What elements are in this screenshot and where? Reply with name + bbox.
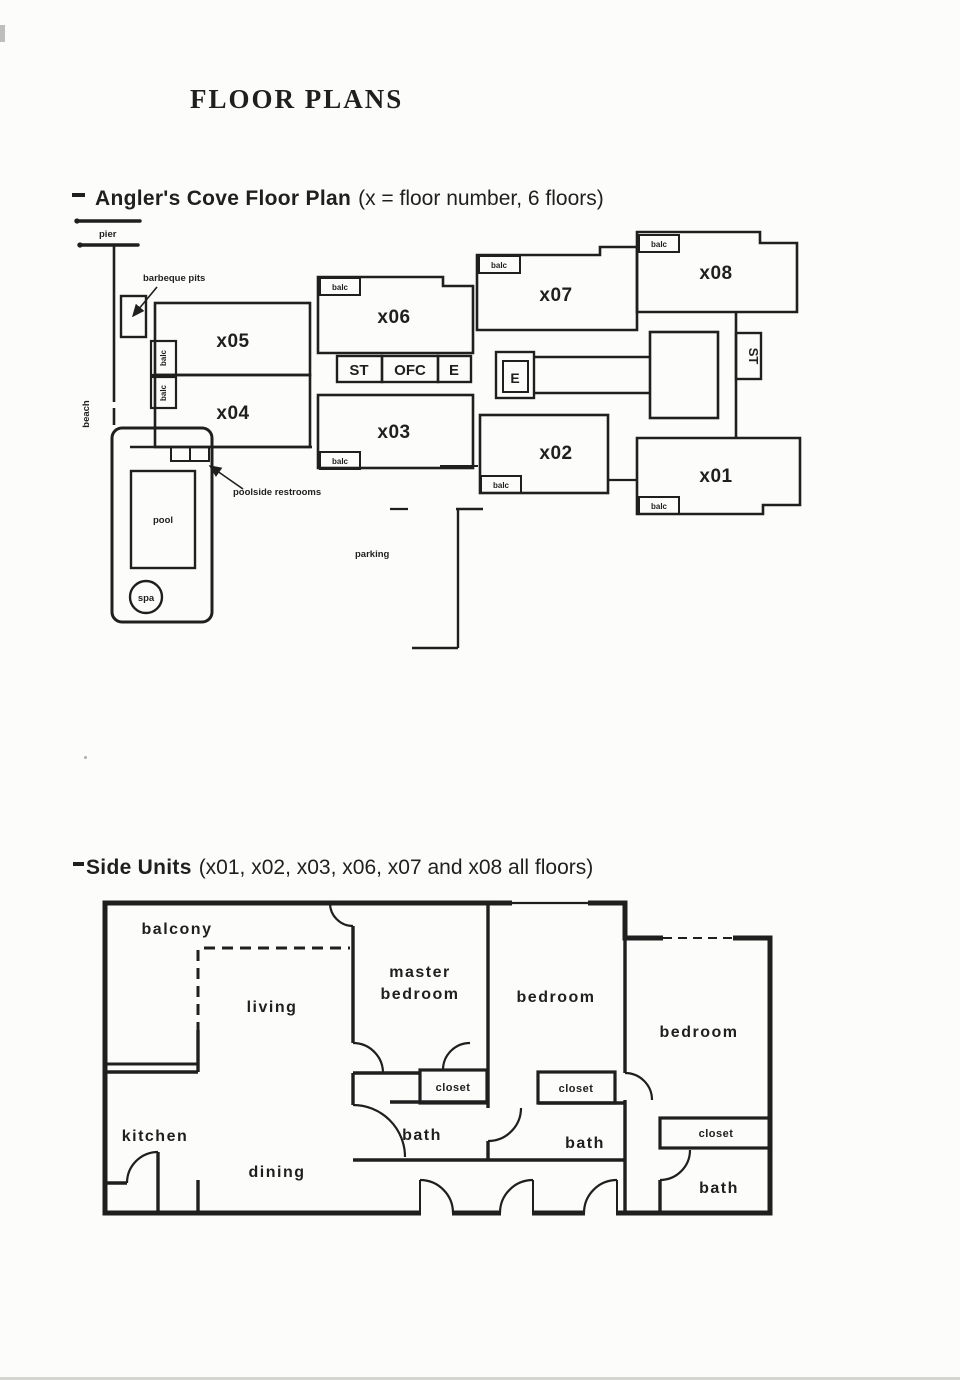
unit-x08: balc x08 [635, 230, 799, 314]
side-units-heading: Side Units (x01, x02, x03, x06, x07 and x… [73, 856, 593, 880]
side-units-heading-note: (x01, x02, x03, x06, x07 and x08 all flo… [198, 856, 594, 879]
elevator-core: E ST [494, 312, 763, 438]
unit-x01: balc x01 [635, 436, 802, 516]
pier-label: pier [99, 229, 117, 240]
room-label-dining: dining [249, 1164, 306, 1181]
barbeque-pits-label: barbeque pits [143, 273, 205, 284]
unit-label: x02 [539, 443, 572, 464]
room-label-bath: bath [565, 1135, 605, 1152]
unit-x06: balc x06 [316, 275, 475, 355]
balc-label: balc [491, 261, 508, 270]
balc-label: balc [651, 240, 668, 249]
spa [128, 579, 164, 615]
pier: pier [74, 218, 142, 425]
unit-label: x01 [699, 466, 732, 487]
balc-label: balc [159, 384, 168, 401]
stairs-office-elevator-row: ST OFC E [335, 354, 473, 384]
spa-label: spa [138, 593, 155, 604]
poolside-restroom-box [170, 446, 191, 462]
unit-label: x03 [377, 422, 410, 443]
stairs-label-rotated: ST [746, 348, 761, 365]
page-title: FLOOR PLANS [190, 84, 404, 114]
bullet-dash-icon [72, 193, 85, 198]
balc-label: balc [332, 283, 349, 292]
unit-x05: x05 [153, 301, 312, 377]
poolside-restrooms-label: poolside restrooms [233, 487, 321, 498]
parking-label: parking [355, 549, 390, 560]
side-units-heading-bold: Side Units [86, 856, 192, 879]
office-label: OFC [394, 362, 426, 379]
room-label-bedroom: bedroom [660, 1024, 739, 1041]
balc-label: balc [332, 457, 349, 466]
room-label-closet: closet [559, 1083, 594, 1095]
room-label-closet: closet [436, 1082, 471, 1094]
room-label-balcony: balcony [142, 921, 213, 938]
balcony-marker-x04: balc [149, 375, 178, 410]
stairs-label: ST [349, 362, 368, 379]
anglers-cove-site-plan: pier beach barbeque pits x05 x04 [74, 218, 802, 650]
balc-label: balc [159, 349, 168, 366]
side-unit-plan: balcony living master bedroom bedroom be… [102, 899, 773, 1217]
elevator-label: E [449, 362, 459, 379]
elevator-label: E [510, 370, 519, 386]
room-label-closet: closet [699, 1128, 734, 1140]
pool-area: poolside restrooms pool spa [110, 426, 321, 624]
anglers-cove-heading-note: (x = floor number, 6 floors) [358, 187, 604, 210]
poolside-restroom-box [189, 446, 210, 462]
balcony-marker-x05: balc [149, 339, 178, 377]
room-label-bedroom: bedroom [517, 989, 596, 1006]
room-label-master-bedroom: bedroom [381, 986, 460, 1003]
balc-label: balc [493, 481, 510, 490]
page-edge-shadow [0, 1377, 960, 1380]
anglers-cove-heading: Angler's Cove Floor Plan (x = floor numbe… [72, 187, 604, 211]
beach-label: beach [81, 400, 92, 428]
scan-artifact-dot [84, 756, 87, 759]
unit-label: x07 [539, 285, 572, 306]
unit-label: x06 [377, 307, 410, 328]
unit-walls [102, 899, 773, 1217]
unit-x03: balc x03 [316, 393, 475, 470]
pool [129, 469, 197, 570]
unit-x07: balc x07 [475, 245, 639, 332]
unit-label: x08 [699, 263, 732, 284]
scan-artifact [0, 25, 5, 42]
balc-label: balc [651, 502, 668, 511]
bullet-dash-icon [73, 862, 84, 867]
unit-x02: balc x02 [478, 413, 637, 495]
pool-label: pool [153, 515, 173, 526]
room-label-living: living [247, 999, 298, 1016]
room-label-bath: bath [699, 1180, 739, 1197]
parking-area: parking [355, 507, 483, 650]
unit-x04: x04 [153, 373, 312, 449]
anglers-cove-heading-bold: Angler's Cove Floor Plan [95, 187, 352, 210]
barbeque-pit: barbeque pits [119, 273, 205, 339]
room-label-kitchen: kitchen [122, 1128, 189, 1145]
unit-label: x05 [216, 331, 249, 352]
room-label-master-bedroom: master [389, 964, 450, 981]
unit-label: x04 [216, 403, 249, 424]
room-label-bath: bath [402, 1127, 442, 1144]
